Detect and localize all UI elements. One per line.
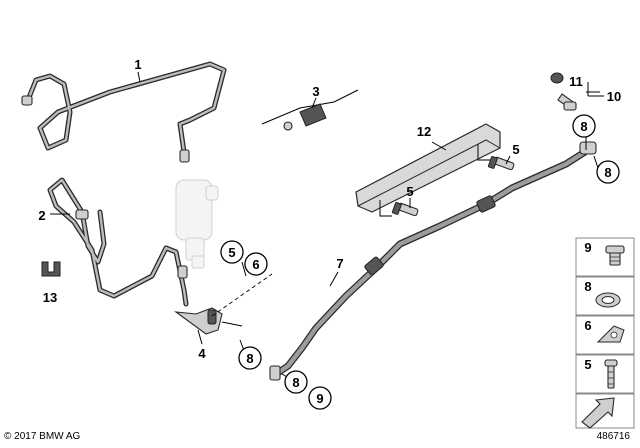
callout-12: 12 [417,124,431,139]
direction-arrow-box [575,393,635,429]
diagram-number: 486716 [596,431,630,442]
callout-4: 4 [198,346,206,361]
bolt-near-shield-2[interactable] [391,202,419,217]
parts-legend: 9 8 6 [575,237,635,429]
pipe-2[interactable] [47,177,189,307]
callout-circle-8-bottom: 8 [284,370,308,394]
svg-text:8: 8 [604,165,611,180]
fitting-icon [605,245,625,266]
callout-10: 10 [607,89,621,104]
brake-hose-7[interactable] [269,141,597,381]
callout-11: 11 [569,74,583,89]
direction-arrow-icon [581,397,615,429]
callout-2: 2 [38,208,45,223]
svg-text:5: 5 [228,245,235,260]
callout-13: 13 [43,290,57,305]
callout-3: 3 [312,84,319,99]
copyright-text: © 2017 BMW AG [4,431,81,442]
bleeder-valve-10[interactable] [557,93,577,111]
bracket-4[interactable] [174,307,243,335]
svg-text:8: 8 [246,351,253,366]
callout-circle-8-left: 8 [238,346,262,370]
legend-row-9[interactable]: 9 [575,237,635,277]
callout-circle-5: 5 [220,240,244,264]
svg-text:9: 9 [316,391,323,406]
callout-1: 1 [134,57,141,72]
pipe-1[interactable] [21,61,227,163]
clip-icon [596,325,625,343]
svg-text:6: 6 [252,257,259,272]
dust-cap-11[interactable] [550,72,564,84]
bracket-3[interactable] [261,89,359,131]
heat-shield-12[interactable] [355,123,501,217]
callout-7: 7 [336,256,343,271]
legend-row-6[interactable]: 6 [575,315,635,355]
master-cylinder-ghost [175,179,219,269]
svg-text:5: 5 [584,357,591,372]
clip-13[interactable] [41,261,61,277]
seal-ring-icon [595,292,621,308]
legend-row-8[interactable]: 8 [575,276,635,316]
svg-text:8: 8 [292,375,299,390]
callout-5-bolt-upper: 5 [512,142,519,157]
bolt-icon [604,359,618,389]
svg-text:8: 8 [584,279,591,294]
callout-circle-8-right: 8 [596,160,620,184]
callout-circle-9: 9 [308,386,332,410]
svg-text:8: 8 [580,119,587,134]
svg-text:9: 9 [584,240,591,255]
bolt-near-shield-1[interactable] [487,156,515,171]
callout-5-bolt: 5 [406,184,413,199]
svg-text:6: 6 [584,318,591,333]
legend-row-5[interactable]: 5 [575,354,635,394]
callout-circle-8-upper: 8 [572,114,596,138]
callout-circle-6: 6 [244,252,268,276]
